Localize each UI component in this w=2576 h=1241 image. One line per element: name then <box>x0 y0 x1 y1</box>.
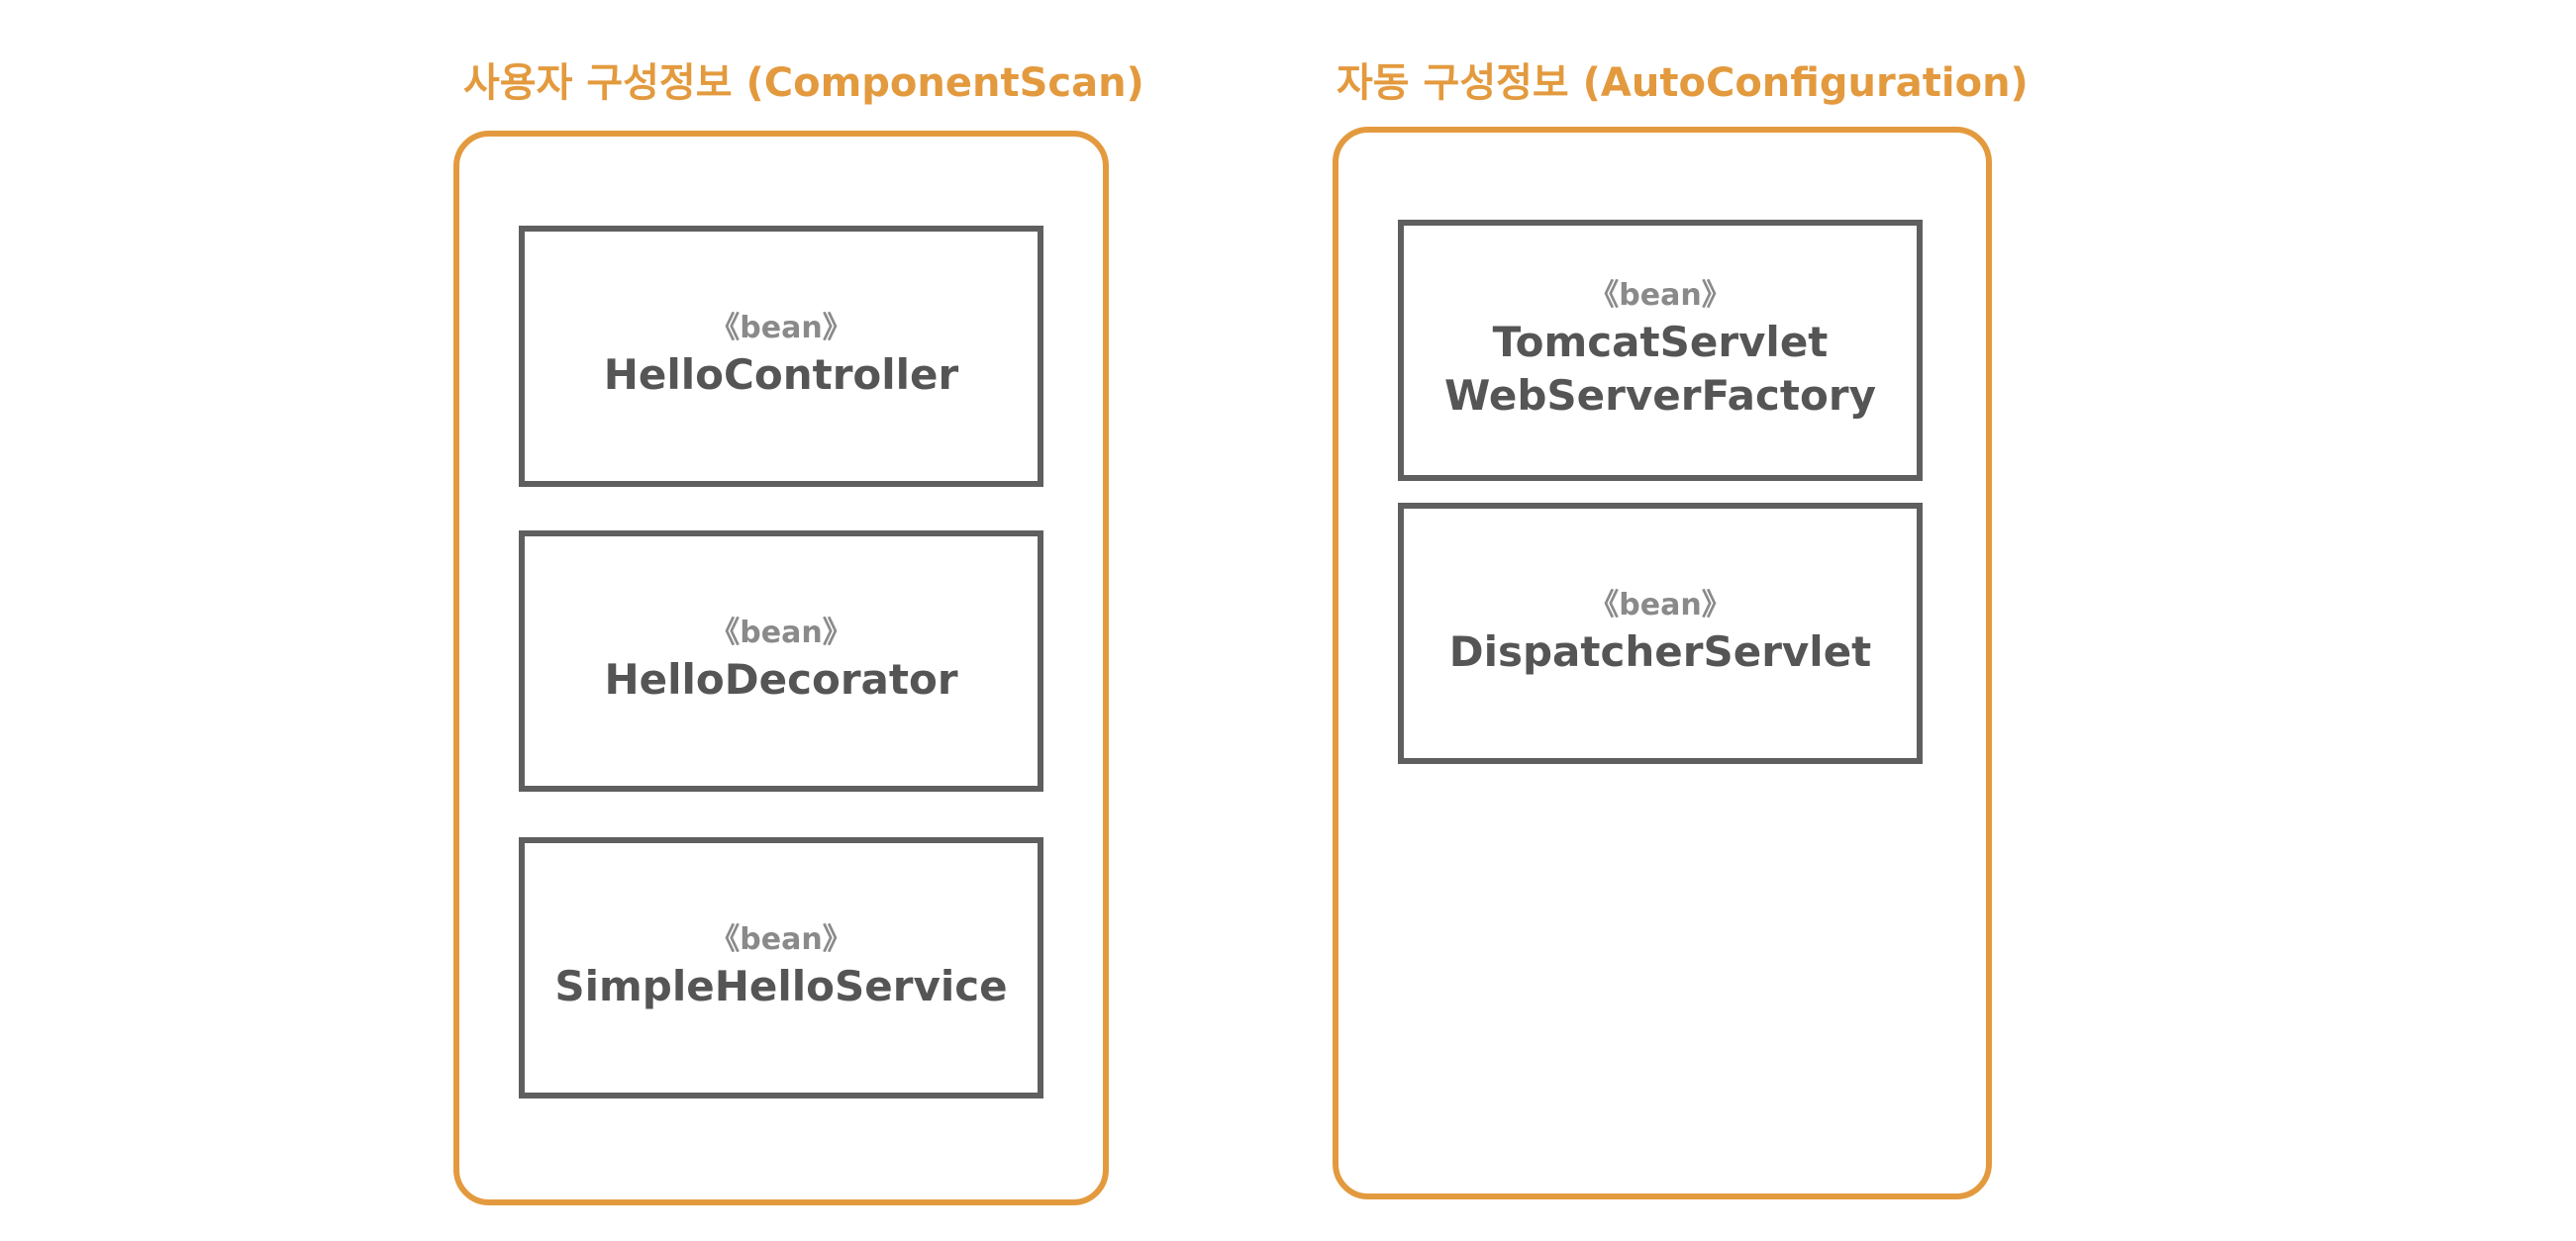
bean-box-dispatcher-servlet: 《bean》 DispatcherServlet <box>1398 503 1923 764</box>
bean-stereotype: 《bean》 <box>710 922 852 957</box>
bean-stereotype: 《bean》 <box>1589 278 1732 313</box>
bean-box-hello-decorator: 《bean》 HelloDecorator <box>519 530 1043 792</box>
group-title-component-scan: 사용자 구성정보 (ComponentScan) <box>463 60 1144 106</box>
bean-name: SimpleHelloService <box>554 960 1007 1013</box>
group-box-component-scan <box>453 131 1109 1205</box>
bean-name: TomcatServlet WebServerFactory <box>1444 316 1876 423</box>
bean-name-line: HelloController <box>603 350 959 399</box>
bean-box-simple-hello-service: 《bean》 SimpleHelloService <box>519 837 1043 1098</box>
bean-box-tomcat-servlet-web-server-factory: 《bean》 TomcatServlet WebServerFactory <box>1398 220 1923 481</box>
bean-name: DispatcherServlet <box>1449 625 1872 679</box>
bean-stereotype: 《bean》 <box>710 616 852 650</box>
bean-name: HelloController <box>604 348 959 402</box>
bean-name-line: HelloDecorator <box>604 655 958 704</box>
bean-name: HelloDecorator <box>604 653 957 707</box>
bean-box-hello-controller: 《bean》 HelloController <box>519 226 1043 487</box>
bean-name-line: DispatcherServlet <box>1448 627 1872 676</box>
bean-stereotype: 《bean》 <box>710 311 852 345</box>
group-box-auto-configuration <box>1333 127 1992 1199</box>
bean-name-line: SimpleHelloService <box>554 962 1008 1010</box>
group-title-auto-configuration: 자동 구성정보 (AutoConfiguration) <box>1337 60 2029 106</box>
bean-name-line: TomcatServlet <box>1492 318 1829 366</box>
bean-name-line: WebServerFactory <box>1444 371 1876 420</box>
bean-stereotype: 《bean》 <box>1589 588 1732 622</box>
